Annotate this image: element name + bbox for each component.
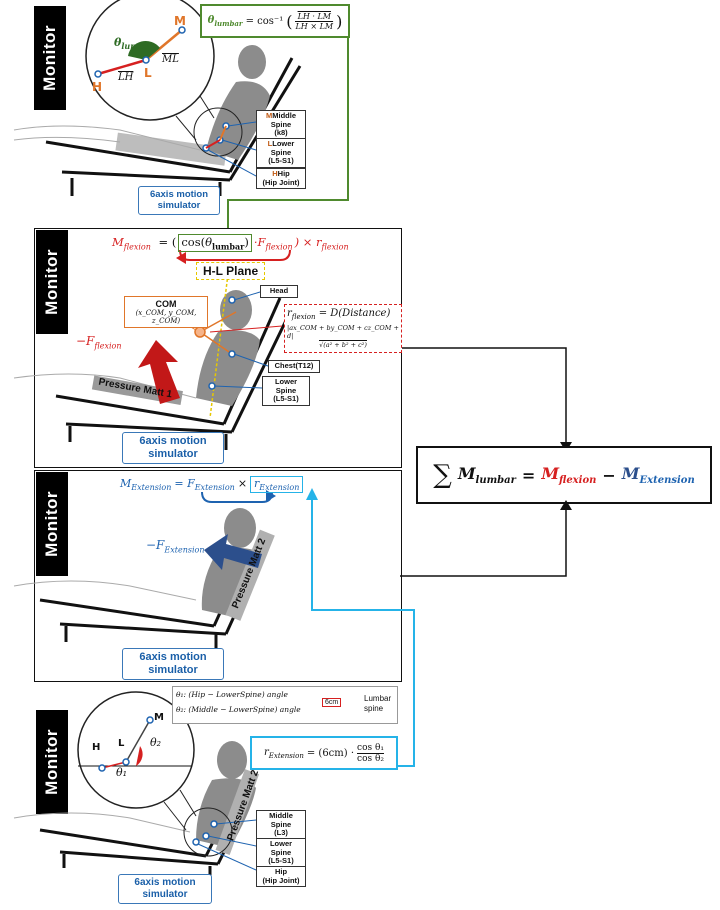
inset4-label-L: L — [118, 738, 125, 749]
seat-pad-1 — [115, 132, 227, 166]
connector-extension — [400, 506, 567, 577]
angle-legend-box — [172, 686, 398, 724]
theta-lumbar-arc — [128, 40, 160, 60]
tag-head-2: Head — [260, 285, 298, 298]
pressure-matt-2 — [225, 529, 275, 621]
sum-formula-box: ∑ Mlumbar = Mflexion − MExtension — [416, 446, 712, 504]
monitor-label-2: Monitor — [36, 230, 68, 334]
theta-lumbar-formula: θlumbar = cos⁻¹ ( LH · LM LH × LM ) — [200, 4, 350, 38]
angle-legend-theta2: θ₂: (Middle − LowerSpine) angle — [176, 705, 301, 714]
force-flexion-arrow — [138, 340, 180, 404]
inset-theta-label: θlumbar — [114, 36, 154, 52]
inset-label-H: H — [92, 80, 103, 94]
inset4-theta2: θ₂ — [150, 736, 162, 749]
inset-circle-1 — [85, 0, 215, 121]
moment-flexion-formula: Mflexion = ( cos(θlumbar) ·Fflexion ) × … — [112, 234, 349, 253]
monitor-label-1: Monitor — [34, 6, 66, 110]
tag-hip-1: HHip(Hip Joint) — [256, 168, 306, 190]
vector-LM — [145, 29, 183, 61]
spine-zoom-circle-4 — [183, 807, 233, 857]
r-flexion-box: rflexion = D(Distance) |ax_COM + by_COM … — [284, 304, 402, 353]
panel2-scene — [13, 249, 572, 452]
cm-label: 6cm — [322, 698, 342, 707]
hl-plane-line — [209, 273, 229, 419]
inset4-label-H: H — [92, 742, 101, 753]
legs-outline-1 — [13, 125, 201, 151]
monitor-label-3: Monitor — [36, 472, 68, 576]
tag-hip-4: Hip(Hip Joint) — [256, 866, 306, 888]
pressure-matt-2-b — [215, 769, 260, 856]
panel1-scene — [13, 0, 349, 228]
moment-extension-formula: MExtension = FExtension × rExtension — [120, 476, 304, 494]
connector-flexion — [400, 347, 567, 446]
force-extension-label: −FExtension — [146, 538, 205, 555]
r-extension-formula: rExtension = (6cm) · cos θ₁ cos θ₂ — [250, 736, 398, 770]
monitor-label-4: Monitor — [36, 710, 68, 814]
connector-green — [227, 34, 349, 228]
vector-LH — [97, 58, 147, 76]
inset4-theta1: θ₁ — [116, 766, 128, 779]
com-box: COM (x_COM, y_COM, z_COM) — [124, 296, 208, 328]
inset-label-L: L — [144, 66, 152, 80]
hl-plane-label: H-L Plane — [196, 262, 266, 280]
angle-legend-theta1: θ₁: (Hip − LowerSpine) angle — [176, 690, 288, 699]
inset-circle-4 — [77, 691, 195, 809]
com-point — [194, 326, 206, 338]
panel3-scene — [13, 488, 572, 767]
force-flexion-label: −Fflexion — [76, 334, 122, 351]
inset-label-M: M — [174, 14, 186, 28]
spine-zoom-circle-1 — [193, 107, 243, 157]
inset-label-LH: LH — [118, 72, 134, 83]
force-extension-arrow — [204, 534, 262, 570]
tag-chest-2: Chest(T12) — [268, 360, 320, 373]
inset4-label-M: M — [154, 712, 164, 723]
inset-label-ML: ML — [162, 54, 179, 65]
